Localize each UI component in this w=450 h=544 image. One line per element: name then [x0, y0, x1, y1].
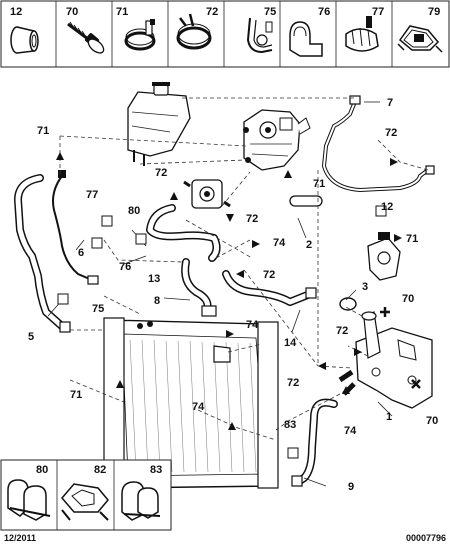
callout-72: 72: [246, 213, 258, 225]
cable-clip-icon: [61, 483, 109, 521]
callout-74: 74: [344, 425, 357, 437]
callout-76: 76: [119, 261, 131, 273]
expansion-tank: [127, 82, 191, 166]
part-ref: 82: [94, 464, 106, 476]
triangle-markers: [56, 152, 402, 430]
callout-71: 71: [37, 125, 49, 137]
callout-72: 72: [287, 377, 299, 389]
pipe-clip-icon: [121, 481, 161, 521]
parts-footer: 80 82 83: [0, 459, 172, 531]
callout-14: 14: [284, 337, 297, 349]
callout-1: 1: [386, 411, 392, 423]
part-ref: 83: [150, 464, 162, 476]
water-outlet-housing: [338, 311, 433, 409]
part-ref: 79: [428, 6, 440, 18]
callout-70: 70: [426, 415, 438, 427]
callout-77: 77: [86, 189, 98, 201]
callout-3: 3: [362, 281, 368, 293]
hose-5: [14, 174, 71, 333]
callout-70: 70: [402, 293, 414, 305]
callout-83: 83: [284, 419, 296, 431]
header-cell-70: 70: [66, 6, 105, 54]
part-ref: 70: [66, 6, 78, 18]
sleeve-icon: [10, 26, 39, 54]
callout-72: 72: [155, 167, 167, 179]
parts-header: 12 70 71: [0, 0, 450, 68]
callout-72: 72: [336, 325, 348, 337]
part-ref: 80: [36, 464, 48, 476]
hose-8: [181, 258, 217, 317]
header-cell-72: 72: [176, 6, 218, 50]
footer-cell-83: 83: [121, 464, 162, 521]
footer-cell-82: 82: [61, 464, 109, 521]
hose-2: [289, 195, 323, 207]
footer-date: 12/2011: [4, 533, 36, 543]
sensor-cable-6: [52, 170, 99, 285]
fastener-icon: [345, 16, 379, 52]
header-cell-12: 12: [10, 6, 39, 54]
hose-9: [291, 398, 338, 487]
header-cell-76: 76: [289, 6, 330, 57]
callout-75: 75: [92, 303, 104, 315]
callout-74: 74: [192, 401, 205, 413]
coolant-connector: [367, 232, 401, 281]
bracket-icon: [289, 21, 323, 57]
screw-icon: [67, 21, 105, 54]
callout-71: 71: [406, 233, 418, 245]
engine-thermostat-housing: [243, 109, 311, 171]
footer-reference: 00007796: [406, 533, 446, 543]
hose-14: [222, 270, 317, 306]
header-cell-71: 71: [116, 6, 156, 51]
hose-clamp-icon: [124, 19, 156, 51]
retaining-clip-icon: [397, 25, 443, 53]
callout-12: 12: [381, 201, 393, 213]
part-ref: 75: [264, 6, 276, 18]
part-ref: 71: [116, 6, 128, 18]
connection-lines: [59, 97, 429, 441]
callout-5: 5: [28, 331, 34, 343]
header-cell-77: 77: [345, 6, 384, 52]
footer-cell-80: 80: [7, 464, 51, 521]
callout-80: 80: [128, 205, 140, 217]
callout-6: 6: [78, 247, 84, 259]
callout-71: 71: [70, 389, 82, 401]
callout-7: 7: [387, 97, 393, 109]
part-ref: 76: [318, 6, 330, 18]
radiator: [103, 317, 279, 491]
part-ref: 12: [10, 6, 22, 18]
spring-clamp-icon: [176, 13, 212, 50]
header-cell-75: 75: [246, 6, 276, 54]
callout-71: 71: [313, 178, 325, 190]
callout-2: 2: [306, 239, 312, 251]
double-clip-icon: [7, 479, 51, 521]
part-ref: 77: [372, 6, 384, 18]
hose-13: [146, 204, 221, 262]
clip-markers: [57, 205, 387, 459]
pipe-7: [322, 95, 435, 192]
main-diagram: 7 71 72 71 72 77 80 12 72 71 74 2 6 76 1…: [14, 82, 438, 493]
clip-icon: [246, 17, 273, 54]
callout-labels: 7 71 72 71 72 77 80 12 72 71 74 2 6 76 1…: [28, 97, 438, 493]
header-cell-79: 79: [397, 6, 443, 53]
callout-13: 13: [148, 273, 160, 285]
callout-72: 72: [385, 127, 397, 139]
heater-unit: [183, 179, 231, 209]
callout-8: 8: [154, 295, 160, 307]
callout-9: 9: [348, 481, 354, 493]
part-ref: 72: [206, 6, 218, 18]
callout-72: 72: [263, 269, 275, 281]
bleed-screw-marker: [380, 307, 421, 389]
callout-74: 74: [273, 237, 286, 249]
callout-74: 74: [246, 319, 259, 331]
